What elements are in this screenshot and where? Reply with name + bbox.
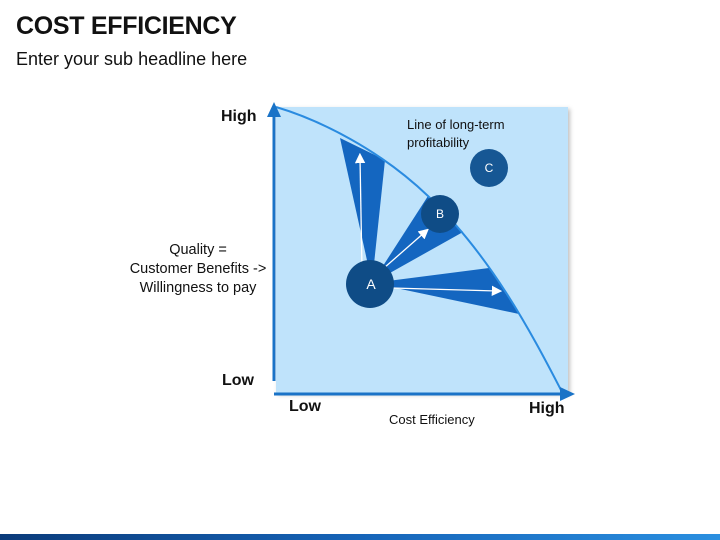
curve-label-line-2: profitability: [407, 135, 470, 150]
node-a-label: A: [366, 276, 376, 292]
curve-label-line-1: Line of long-term: [407, 117, 505, 132]
arrow-a-upper: [354, 152, 366, 271]
x-axis-low-label: Low: [289, 398, 321, 415]
arrow-a-middle: [383, 228, 429, 269]
profitability-curve: [275, 106, 563, 393]
node-c: [470, 149, 508, 187]
node-b-label: B: [436, 207, 444, 221]
y-axis-low-label: Low: [222, 372, 254, 389]
x-axis-arrowhead: [560, 387, 575, 401]
wedge-lower: [372, 268, 519, 314]
y-axis-arrowhead: [267, 102, 281, 117]
y-axis-title-line-2: Customer Benefits ->: [129, 261, 267, 277]
x-axis-high-label: High: [529, 400, 565, 417]
y-axis-title-line-3: Willingness to pay: [139, 280, 257, 296]
arrow-a-lower: [391, 285, 503, 297]
node-a: [346, 260, 394, 308]
y-axis-title: Quality = Customer Benefits -> Willingne…: [118, 241, 278, 298]
wedge-upper: [340, 138, 385, 283]
node-b: [421, 195, 459, 233]
page-title: COST EFFICIENCY: [16, 12, 237, 40]
y-axis-high-label: High: [221, 108, 257, 125]
x-axis-title: Cost Efficiency: [389, 412, 475, 427]
page-subtitle: Enter your sub headline here: [16, 49, 248, 69]
profitability-curve-label: Line of long-term profitability: [407, 116, 505, 152]
y-axis-title-line-1: Quality =: [169, 242, 227, 258]
footer-accent-bar: [0, 534, 720, 540]
node-c-label: C: [485, 161, 494, 175]
